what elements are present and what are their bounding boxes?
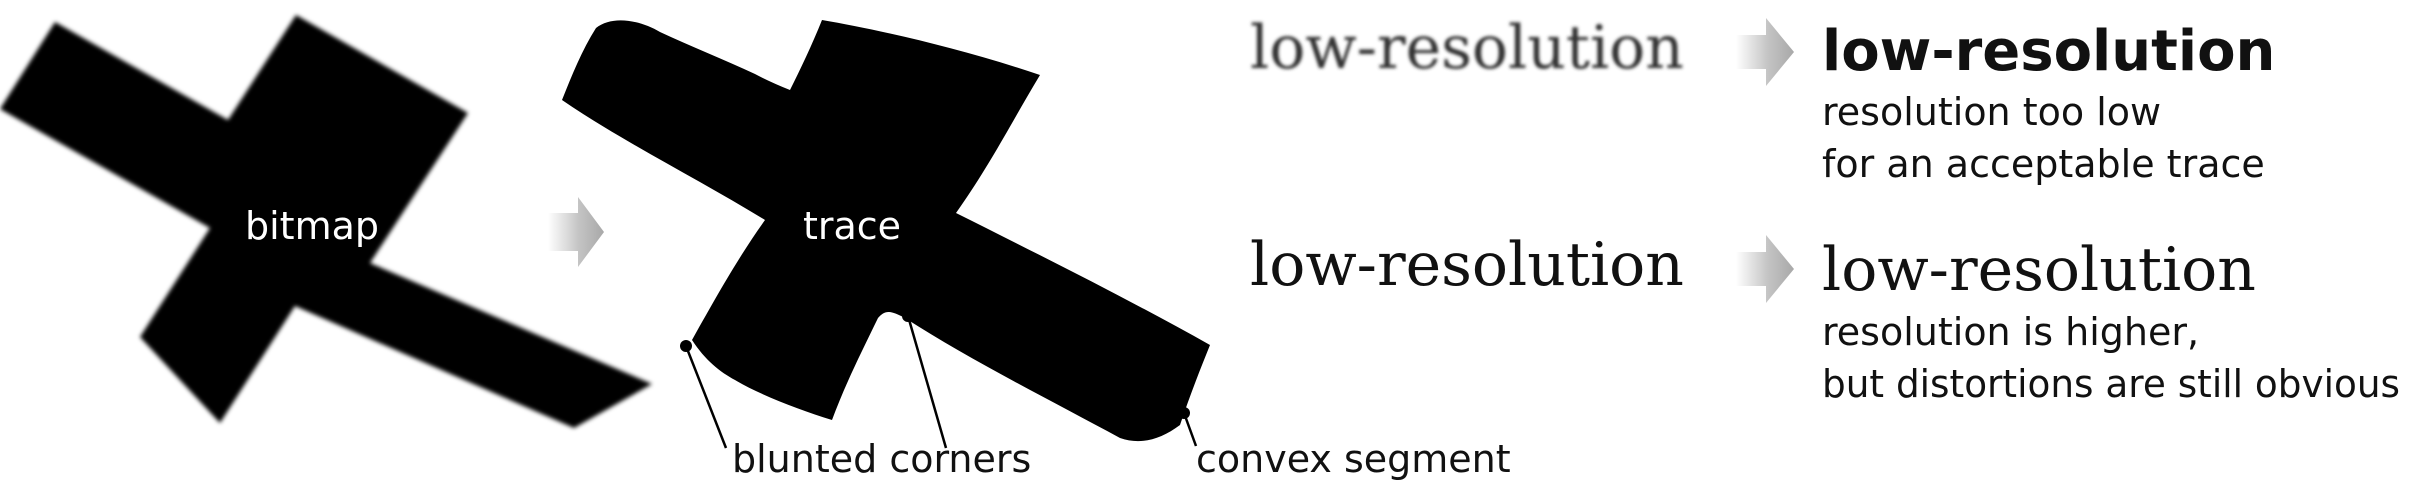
bitmap-label: bitmap xyxy=(245,204,379,248)
arrow-right-icon xyxy=(1736,235,1794,303)
convex-segment-label: convex segment xyxy=(1196,437,1511,481)
arrow-right-icon xyxy=(548,197,604,267)
blurry-source-text: low-resolution xyxy=(1250,13,1684,83)
callout-convex-segment: convex segment xyxy=(1178,407,1511,481)
traced-cross: trace xyxy=(562,20,1210,442)
rough-traced-text: low-resolution xyxy=(1822,19,2275,84)
bitmap-cross: bitmap xyxy=(0,15,652,428)
caption-row2-line1: resolution is higher, xyxy=(1822,310,2199,354)
trace-label: trace xyxy=(803,204,901,248)
arrow-right-icon xyxy=(1736,18,1794,86)
caption-row1-line1: resolution too low xyxy=(1822,90,2161,134)
crisp-source-text: low-resolution xyxy=(1250,230,1684,300)
callout-dot xyxy=(902,310,914,322)
callout-blunted-corners: blunted corners xyxy=(680,310,1031,481)
caption-row1-line2: for an acceptable trace xyxy=(1822,142,2265,186)
caption-row2-line2: but distortions are still obvious xyxy=(1822,362,2400,406)
row-higher-res-example: low-resolution low-resolution resolution… xyxy=(1250,230,2400,406)
row-low-res-example: low-resolution low-resolution resolution… xyxy=(1250,13,2275,186)
better-traced-text: low-resolution xyxy=(1822,235,2256,305)
blunted-corners-label: blunted corners xyxy=(732,437,1031,481)
